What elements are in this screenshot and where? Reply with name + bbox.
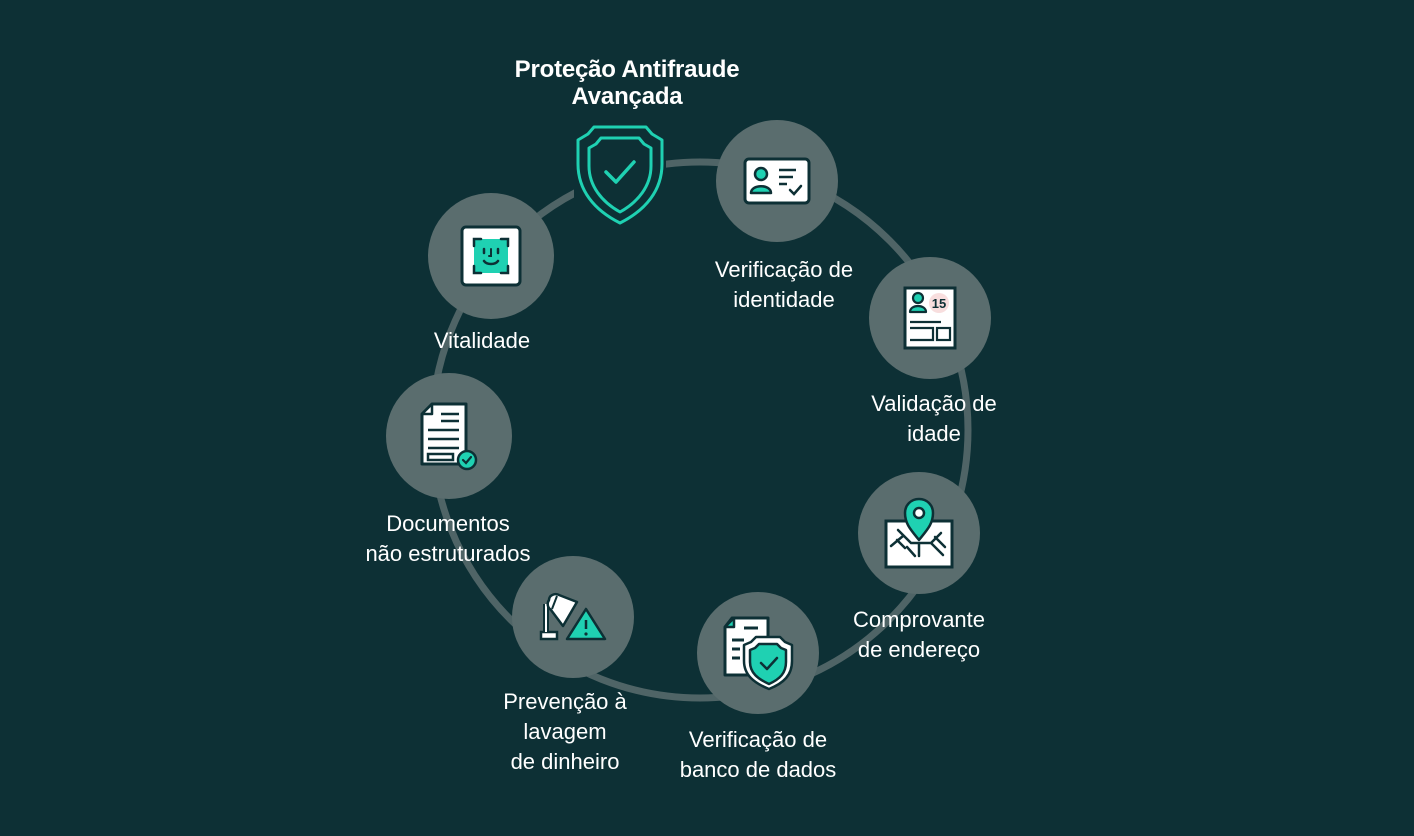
label-line: Verificação de <box>714 257 854 282</box>
label-line: Documentos <box>386 511 510 536</box>
label-line: de endereço <box>857 637 981 662</box>
label-liveness: Vitalidade <box>382 326 582 356</box>
age-badge: 15 <box>932 296 946 311</box>
title-line-2: Avançada <box>571 83 683 110</box>
label-unstructured-documents: Documentos não estruturados <box>348 509 548 569</box>
label-line: identidade <box>733 287 835 312</box>
node-proof-of-address <box>858 472 980 594</box>
label-line: Verificação de <box>688 727 828 752</box>
node-liveness <box>428 193 554 319</box>
label-line: Vitalidade <box>433 328 531 353</box>
label-line: Comprovante <box>852 607 986 632</box>
label-age-validation: Validação de idade <box>834 389 1034 449</box>
label-identity-verification: Verificação de identidade <box>684 255 884 315</box>
lamp-warning-icon <box>539 592 607 641</box>
node-anti-money-laundering <box>512 556 634 678</box>
label-anti-money-laundering: Prevenção à lavagem de dinheiro <box>465 687 665 777</box>
document-shield-icon <box>723 616 794 691</box>
label-line: de dinheiro <box>510 749 620 774</box>
age-document-icon: 15 <box>903 286 957 350</box>
diagram-title: Proteção Antifraude Avançada <box>477 56 777 110</box>
id-card-icon <box>743 157 811 205</box>
label-proof-of-address: Comprovante de endereço <box>819 605 1019 665</box>
label-line: lavagem <box>523 719 607 744</box>
shield-check-icon <box>574 124 666 226</box>
node-database-verification <box>697 592 819 714</box>
title-line-1: Proteção Antifraude <box>514 56 740 83</box>
label-line: não estruturados <box>365 541 531 566</box>
node-age-validation: 15 <box>869 257 991 379</box>
map-pin-icon <box>884 497 954 569</box>
label-line: idade <box>907 421 961 446</box>
node-identity-verification <box>716 120 838 242</box>
document-check-icon <box>420 402 478 471</box>
label-line: Validação de <box>871 391 997 416</box>
node-unstructured-documents <box>386 373 512 499</box>
label-line: Prevenção à <box>503 689 627 714</box>
label-line: banco de dados <box>679 757 837 782</box>
face-scan-icon <box>460 225 522 287</box>
label-database-verification: Verificação de banco de dados <box>658 725 858 785</box>
